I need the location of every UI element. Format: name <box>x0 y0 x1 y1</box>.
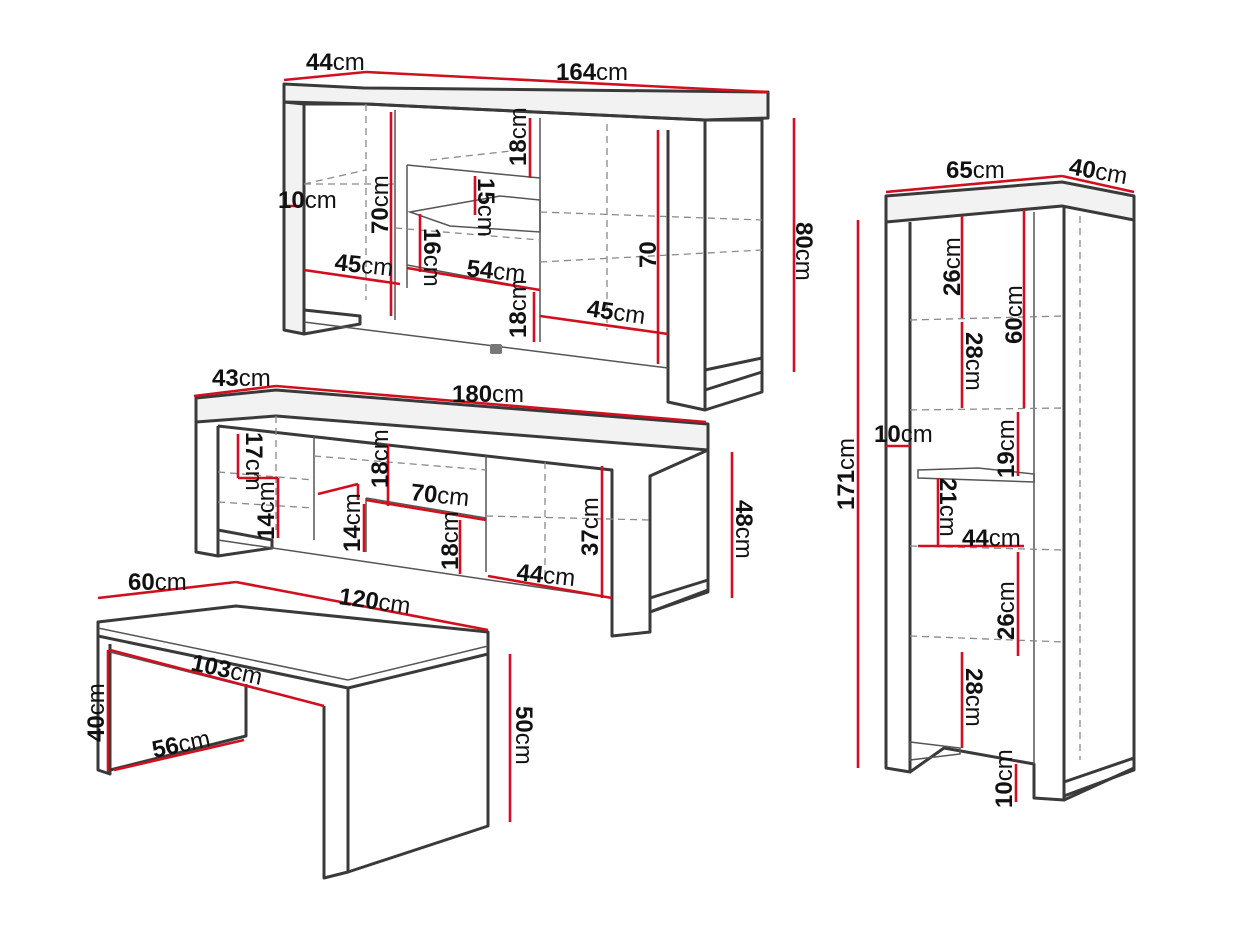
tv-unit-right-height-label: 37cm <box>577 497 604 556</box>
sideboard-glass-shelf <box>407 195 541 233</box>
sideboard-drawing <box>282 70 796 412</box>
vitrine-shelf-2-label: 28cm <box>960 332 987 391</box>
tv-unit-right-width-label: 44cm <box>515 559 576 592</box>
tv-unit-right-skid <box>648 578 710 614</box>
sideboard-right-skid <box>703 356 764 392</box>
coffee-table-inner-height-label: 40cm <box>83 683 110 742</box>
sideboard-right-width-label: 45cm <box>585 295 647 330</box>
coffee-table-inner-width-label: 103cm <box>189 649 265 690</box>
tv-unit-center-top-drawer-label: 18cm <box>367 429 394 488</box>
sideboard-knob <box>490 344 502 354</box>
tv-unit-center-left-gap-label: 14cm <box>339 493 366 552</box>
vitrine-shelf-1-label: 26cm <box>939 237 966 296</box>
tv-unit-center-drawer-label: 18cm <box>437 511 464 570</box>
vitrine-width-label: 65cm <box>946 157 1005 184</box>
tv-unit-height-label: 48cm <box>730 500 757 559</box>
coffee-table-left-leg <box>96 636 112 776</box>
sideboard-right-side <box>704 118 764 412</box>
vitrine-inner-width-label: 44cm <box>962 525 1021 552</box>
vitrine-left-edge <box>884 222 911 774</box>
vitrine-glass-shelf <box>917 467 1035 483</box>
sideboard-center-top-drawer-label: 18cm <box>505 107 532 166</box>
coffee-table-height-label: 50cm <box>510 706 537 765</box>
vitrine-right-gap-label: 19cm <box>993 419 1020 478</box>
sideboard-depth-label: 44cm <box>306 49 365 76</box>
tv-unit-drawing <box>193 384 734 638</box>
coffee-table-width-label: 120cm <box>337 583 412 620</box>
vitrine-depth-label: 40cm <box>1067 153 1129 190</box>
sideboard-left-panel <box>282 100 306 336</box>
coffee-table-right-leg <box>322 688 350 880</box>
vitrine-height-label: 171cm <box>833 438 860 510</box>
sideboard-height-label: 80cm <box>790 222 817 281</box>
tv-unit-width-label: 180cm <box>452 381 524 408</box>
vitrine-shelf-3-label: 21cm <box>934 478 961 537</box>
tv-unit-center-width-label: 70cm <box>409 479 470 512</box>
vitrine-shelf-4-label: 26cm <box>993 581 1020 640</box>
tv-unit-left-top-gap-label: 17cm <box>240 432 267 491</box>
coffee-table-depth-label: 60cm <box>128 569 187 596</box>
vitrine-base-gap-label: 10cm <box>991 749 1018 808</box>
vitrine-shelf-5-label: 28cm <box>960 668 987 727</box>
sideboard-center-width-label: 54cm <box>465 255 526 288</box>
vitrine-drawing <box>856 174 1136 802</box>
coffee-table-drawing <box>96 580 512 880</box>
vitrine-middle-gap-label: 10cm <box>874 421 933 448</box>
vitrine-upper-section-label: 60cm <box>1001 285 1028 344</box>
sideboard-center-bottom-drawer-label: 18cm <box>505 279 532 338</box>
tv-unit-left-bottom-gap-label: 14cm <box>253 481 280 540</box>
tv-unit-left-edge <box>194 422 219 558</box>
sideboard-left-skid <box>302 308 362 336</box>
vitrine-right-side <box>1063 220 1136 802</box>
coffee-table-inner-depth-label: 56cm <box>150 725 213 764</box>
sideboard-shelf-gap-label: 10cm <box>278 187 337 214</box>
tv-unit-depth-label: 43cm <box>212 365 271 392</box>
sideboard-right-compartment-height-label: 70 <box>635 241 662 268</box>
tv-unit-front-frame <box>217 424 710 638</box>
coffee-table-side <box>347 654 490 874</box>
sideboard-left-compartment-height-label: 70cm <box>367 175 394 234</box>
sideboard-width-label: 164cm <box>556 59 628 86</box>
vitrine-right-skid <box>1062 756 1136 798</box>
sideboard-front-frame <box>304 102 707 412</box>
sideboard-center-shelf-gap-label: 15cm <box>472 178 499 237</box>
sideboard-center-mid-gap-label: 16cm <box>418 228 445 287</box>
sideboard-left-width-label: 45cm <box>333 249 394 282</box>
